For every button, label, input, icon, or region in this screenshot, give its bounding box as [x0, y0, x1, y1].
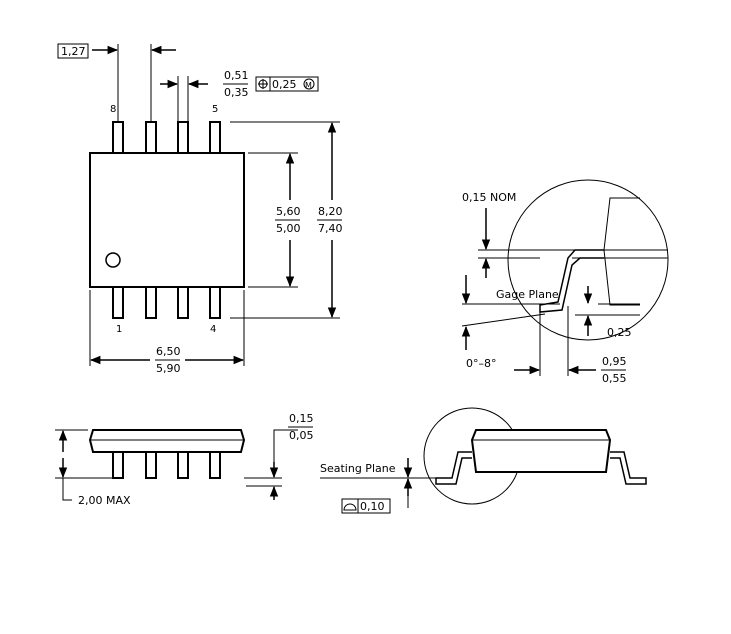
- body-length-min: 5,90: [156, 362, 181, 375]
- right-lead-seating: [610, 451, 647, 485]
- mmc-symbol-icon: [303, 78, 315, 90]
- detail-circle: [507, 179, 669, 341]
- left-lead-seating: [435, 451, 472, 485]
- seating-plane-label: Seating Plane: [320, 462, 396, 475]
- coplanarity-value: 0,10: [360, 500, 385, 513]
- pin-number-1: 1: [116, 324, 122, 335]
- package-body-side: [88, 429, 246, 453]
- top-view: 8 5 1 4 1,27 0,51 0,35 0,25 M: [57, 43, 343, 375]
- gage-plane-label: Gage Plane: [496, 288, 559, 301]
- body-width-min: 5,00: [276, 222, 301, 235]
- pin-number-5: 5: [212, 104, 218, 115]
- overall-span-min: 7,40: [318, 222, 343, 235]
- gage-offset-value: 0,25: [607, 326, 632, 339]
- pitch-value: 1,27: [61, 45, 86, 58]
- pin1-indicator-icon: [105, 252, 121, 268]
- pin-number-4: 4: [210, 324, 216, 335]
- lead-5: [209, 121, 221, 155]
- lead-3: [177, 285, 189, 319]
- lead-thickness-label: 0,15 NOM: [462, 191, 516, 204]
- foot-length-min: 0,55: [602, 372, 627, 385]
- overall-span-max: 8,20: [318, 205, 343, 218]
- angle-label: 0°–8°: [466, 357, 497, 370]
- lead-6: [177, 121, 189, 155]
- lead-width-min: 0,35: [224, 86, 249, 99]
- package-body-top: [89, 152, 245, 288]
- coplanarity-frame: 0,10: [341, 498, 391, 514]
- lead-7: [145, 121, 157, 155]
- height-max-label: 2,00 MAX: [78, 494, 131, 507]
- standoff-min: 0,05: [289, 429, 314, 442]
- package-body-seating: [470, 429, 612, 473]
- pitch-box: [57, 43, 89, 59]
- detail-body-profile: [603, 197, 640, 306]
- lead-2: [145, 285, 157, 319]
- detail-lead: [539, 249, 604, 313]
- svg-text:M: M: [305, 81, 312, 90]
- body-length-max: 6,50: [156, 345, 181, 358]
- lead-detail-view: 0,15 NOM 0°–8° Gage Plane 0,25 0,95 0,55: [461, 179, 669, 385]
- lead-width-max: 0,51: [224, 69, 249, 82]
- pin-number-8: 8: [110, 104, 116, 115]
- profile-surface-icon: [343, 503, 357, 511]
- lead-8: [112, 121, 124, 155]
- position-tolerance-frame: 0,25 M: [255, 76, 319, 92]
- seating-plane-view: Seating Plane 0,10: [320, 407, 647, 514]
- lead-1: [112, 285, 124, 319]
- position-tolerance-value: 0,25: [272, 78, 297, 91]
- lead-4: [209, 285, 221, 319]
- foot-length-max: 0,95: [602, 355, 627, 368]
- body-width-max: 5,60: [276, 205, 301, 218]
- standoff-max: 0,15: [289, 412, 314, 425]
- side-view: 2,00 MAX 0,15 0,05: [55, 412, 314, 507]
